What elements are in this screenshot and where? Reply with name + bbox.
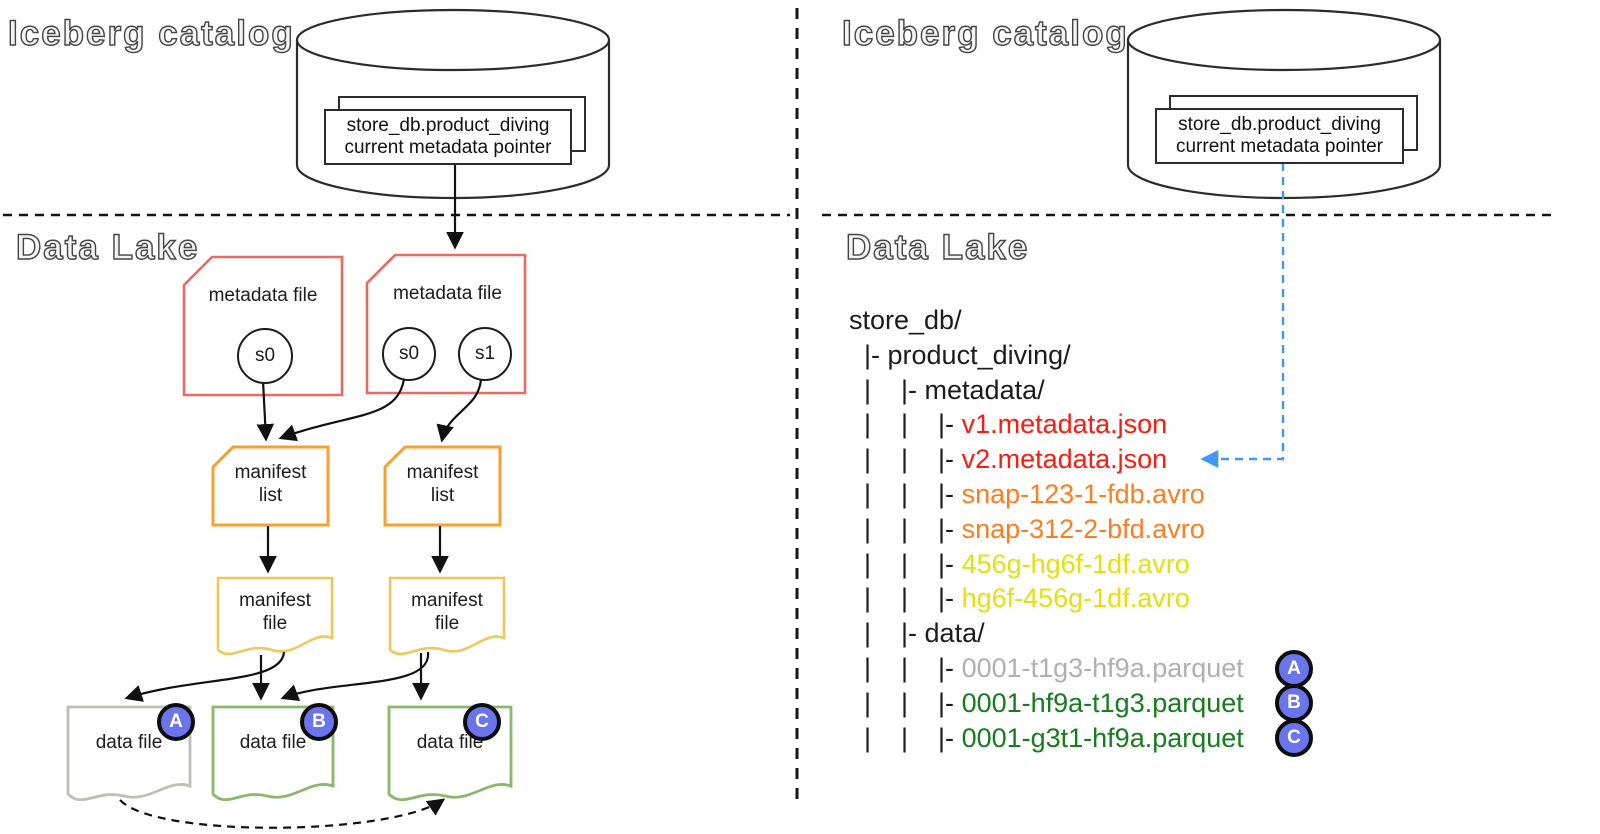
tree-prefix: | |- bbox=[849, 618, 925, 648]
tree-prefix: | | |- bbox=[849, 479, 962, 509]
tree-prefix: | | |- bbox=[849, 514, 962, 544]
tree-row-v1-metadata: | | |- v1.metadata.json bbox=[849, 407, 1167, 442]
data-file-a-label: data file bbox=[95, 732, 163, 753]
arrow-s0b-to-manifest-list-1 bbox=[278, 378, 406, 442]
arrow-manifest-file-1-to-data-a bbox=[124, 651, 286, 702]
tree-row-product-diving: |- product_diving/ bbox=[849, 338, 1071, 373]
manifest-file-2-shape bbox=[388, 576, 506, 656]
tree-row-data-dir: | |- data/ bbox=[849, 616, 985, 651]
tree-row-hg6f-avro: | | |- hg6f-456g-1df.avro bbox=[849, 581, 1190, 616]
snapshot-s0-label: s0 bbox=[254, 345, 276, 366]
tree-prefix: |- bbox=[849, 340, 888, 370]
tree-file-name: 0001-g3t1-hf9a.parquet bbox=[961, 723, 1244, 753]
tree-badge-a: A bbox=[1275, 650, 1313, 688]
snapshot-s1-label: s1 bbox=[474, 343, 496, 364]
tree-file-name: snap-312-2-bfd.avro bbox=[961, 514, 1205, 544]
manifest-list-2-line1: manifest bbox=[406, 462, 479, 483]
tree-row-snap-123: | | |- snap-123-1-fdb.avro bbox=[849, 477, 1205, 512]
tree-prefix: | | |- bbox=[849, 723, 962, 753]
data-file-c-label: data file bbox=[416, 732, 484, 753]
manifest-file-2-line1: manifest bbox=[411, 590, 483, 611]
right-metadata-pointer-card: store_db.product_diving current metadata… bbox=[1155, 108, 1404, 164]
tree-file-name: v2.metadata.json bbox=[961, 444, 1168, 474]
tree-row-456g-avro: | | |- 456g-hg6f-1df.avro bbox=[849, 547, 1190, 582]
tree-file-name: 0001-t1g3-hf9a.parquet bbox=[961, 653, 1244, 683]
tree-row-v2-metadata: | | |- v2.metadata.json bbox=[849, 442, 1167, 477]
manifest-list-1-shape bbox=[211, 445, 330, 527]
tree-row-parquet-b: | | |- 0001-hf9a-t1g3.parquet bbox=[849, 686, 1244, 721]
left-metadata-pointer-card: store_db.product_diving current metadata… bbox=[324, 109, 572, 165]
snapshot-s0-circle-2: s0 bbox=[382, 327, 436, 381]
tree-file-name: store_db/ bbox=[849, 305, 962, 335]
arrow-data-a-to-data-c-dashed bbox=[119, 798, 446, 829]
tree-file-name: product_diving/ bbox=[887, 340, 1071, 370]
snapshot-s0-label: s0 bbox=[398, 343, 420, 364]
tree-badge-b: B bbox=[1275, 684, 1313, 722]
data-file-b-label: data file bbox=[239, 732, 307, 753]
data-file-a-badge: A bbox=[157, 703, 195, 741]
tree-prefix: | | |- bbox=[849, 409, 962, 439]
manifest-file-1-label: manifest file bbox=[218, 589, 332, 635]
manifest-list-2-line2: list bbox=[430, 485, 455, 506]
left-lake-title: Data Lake bbox=[15, 227, 200, 267]
snapshot-s0-circle-1: s0 bbox=[237, 328, 293, 384]
snapshot-s1-circle: s1 bbox=[458, 327, 512, 381]
tree-file-name: snap-123-1-fdb.avro bbox=[961, 479, 1205, 509]
left-catalog-database-cylinder bbox=[295, 8, 611, 200]
tree-row-snap-312: | | |- snap-312-2-bfd.avro bbox=[849, 512, 1205, 547]
tree-badge-c: C bbox=[1275, 719, 1313, 757]
manifest-file-1-shape bbox=[216, 576, 334, 656]
right-card-table-name: store_db.product_diving bbox=[1178, 114, 1381, 135]
tree-prefix: | | |- bbox=[849, 583, 962, 613]
tree-file-name: 0001-hf9a-t1g3.parquet bbox=[961, 688, 1244, 718]
manifest-list-1-line1: manifest bbox=[234, 462, 307, 483]
right-lake-title: Data Lake bbox=[845, 227, 1030, 267]
data-file-c-badge: C bbox=[463, 703, 501, 741]
tree-row-metadata-dir: | |- metadata/ bbox=[849, 373, 1045, 408]
right-card-pointer-label: current metadata pointer bbox=[1175, 136, 1383, 157]
tree-file-name: 456g-hg6f-1df.avro bbox=[961, 549, 1190, 579]
tree-row-parquet-c: | | |- 0001-g3t1-hf9a.parquet bbox=[849, 721, 1244, 756]
tree-file-name: data/ bbox=[924, 618, 985, 648]
tree-prefix: | | |- bbox=[849, 688, 962, 718]
metadata-file-2-label: metadata file bbox=[393, 283, 502, 304]
left-card-pointer-label: current metadata pointer bbox=[344, 137, 552, 158]
tree-prefix: | | |- bbox=[849, 444, 962, 474]
manifest-file-1-line2: file bbox=[262, 613, 288, 634]
manifest-file-1-line1: manifest bbox=[239, 590, 311, 611]
arrow-manifest-file-2-to-data-b bbox=[280, 651, 430, 701]
tree-prefix: | |- bbox=[849, 375, 925, 405]
manifest-list-2-label: manifest list bbox=[385, 461, 500, 507]
left-card-table-name: store_db.product_diving bbox=[346, 115, 550, 136]
manifest-file-2-line2: file bbox=[434, 613, 460, 634]
arrow-s1-to-manifest-list-2 bbox=[436, 378, 483, 443]
tree-file-name: metadata/ bbox=[924, 375, 1045, 405]
manifest-list-1-line2: list bbox=[258, 485, 283, 506]
tree-file-name: v1.metadata.json bbox=[961, 409, 1168, 439]
tree-prefix: | | |- bbox=[849, 549, 962, 579]
manifest-list-2-shape bbox=[383, 445, 502, 527]
tree-prefix: | | |- bbox=[849, 653, 962, 683]
arrow-s0a-to-manifest-list-1 bbox=[256, 380, 275, 442]
arrow-pointer-to-v2-metadata bbox=[1200, 163, 1285, 468]
tree-file-name: hg6f-456g-1df.avro bbox=[961, 583, 1190, 613]
tree-row-parquet-a: | | |- 0001-t1g3-hf9a.parquet bbox=[849, 651, 1244, 686]
manifest-file-2-label: manifest file bbox=[390, 589, 504, 635]
left-catalog-title: Iceberg catalog bbox=[7, 13, 295, 53]
manifest-list-1-label: manifest list bbox=[213, 461, 328, 507]
tree-row-store-db: store_db/ bbox=[849, 303, 962, 338]
right-catalog-title: Iceberg catalog bbox=[841, 13, 1129, 53]
data-file-b-badge: B bbox=[300, 703, 338, 741]
metadata-file-1-label: metadata file bbox=[208, 285, 318, 306]
